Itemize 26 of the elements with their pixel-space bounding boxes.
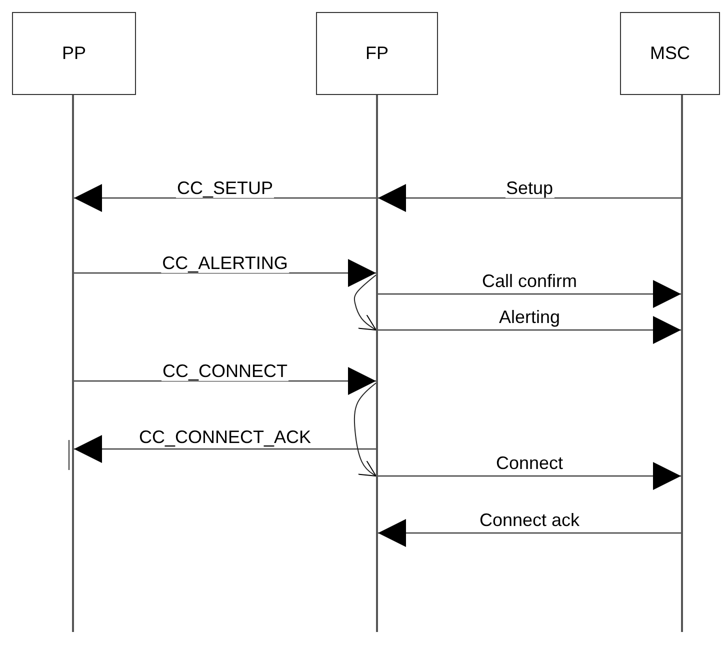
message-arrow — [74, 435, 376, 463]
curved-arrow — [354, 274, 376, 330]
participant-name: FP — [365, 43, 388, 64]
edge-label: Alerting — [498, 307, 562, 327]
message-arrow — [378, 462, 682, 490]
participant-box — [316, 12, 438, 95]
message-arrow — [74, 367, 376, 395]
lifeline — [376, 95, 378, 632]
participant-name: MSC — [650, 43, 690, 64]
edge-label: CC_ALERTING — [161, 253, 289, 273]
participant-name: PP — [62, 43, 86, 64]
message-arrow — [378, 184, 682, 212]
edge-label: CC_CONNECT — [162, 361, 288, 381]
curved-arrow — [354, 382, 376, 476]
lifeline — [72, 95, 74, 632]
lifeline — [681, 95, 683, 632]
message-arrow — [378, 519, 682, 547]
participant-box — [620, 12, 720, 95]
message-arrow — [378, 316, 682, 344]
message-arrow — [74, 259, 376, 287]
message-arrow — [378, 280, 682, 308]
edge-label: CC_CONNECT_ACK — [138, 427, 312, 447]
edge-label: Setup — [504, 178, 554, 198]
edge-label: CC_SETUP — [176, 178, 274, 198]
message-arrow — [74, 184, 376, 212]
participant-box — [12, 12, 136, 95]
